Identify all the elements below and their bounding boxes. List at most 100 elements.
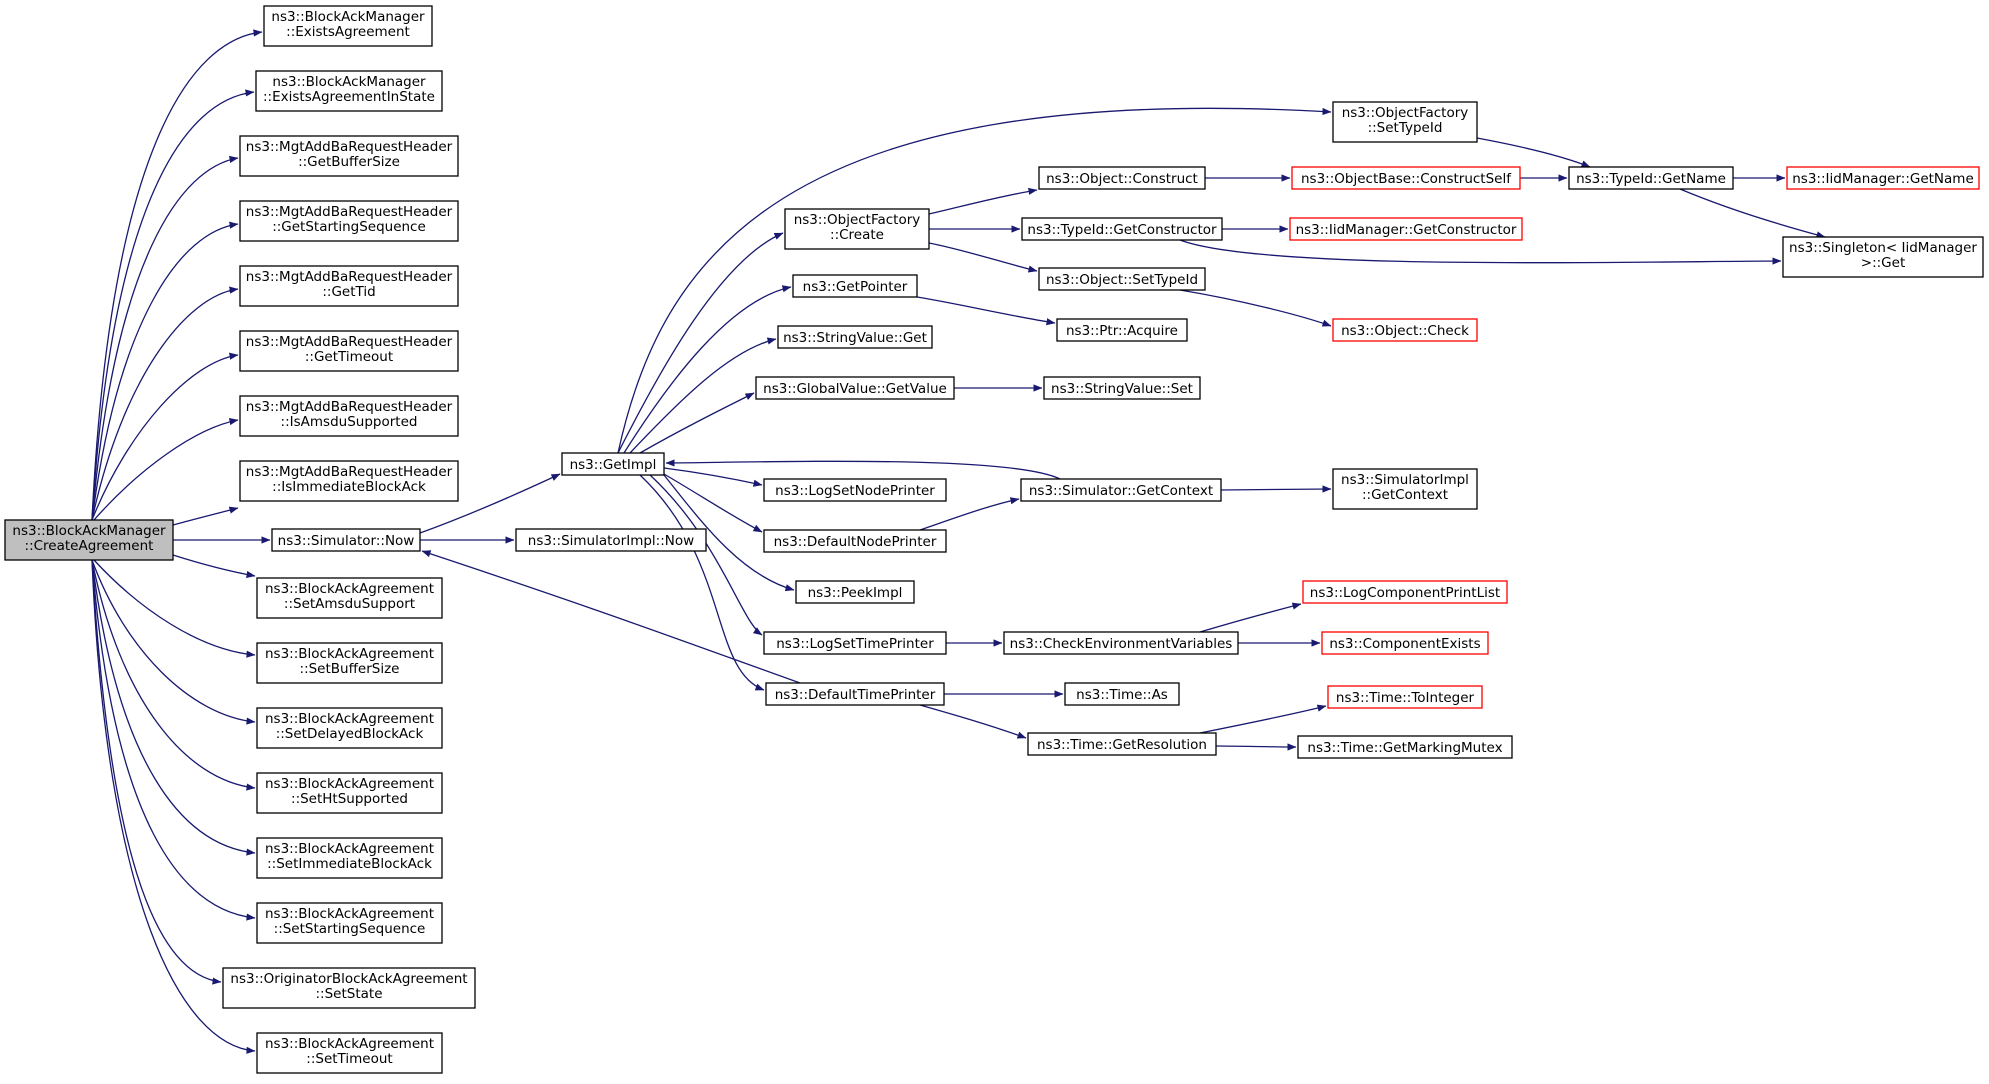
node-get-pointer[interactable]: ns3::GetPointer — [792, 274, 918, 298]
node-simulator-impl-now[interactable]: ns3::SimulatorImpl::Now — [515, 528, 707, 552]
node-label: ns3::DefaultNodePrinter — [774, 534, 937, 550]
node-box — [795, 580, 915, 604]
node-box — [239, 395, 459, 437]
node-iid-manager-get-name[interactable]: ns3::IidManager::GetName — [1786, 166, 1980, 190]
edge-object-factory-create-to-object-construct — [928, 187, 1038, 215]
node-box — [255, 70, 443, 112]
node-label: ::GetBufferSize — [298, 154, 400, 170]
node-get-impl[interactable]: ns3::GetImpl — [561, 452, 665, 476]
node-object-base-construct-self[interactable]: ns3::ObjectBase::ConstructSelf — [1291, 166, 1521, 190]
node-type-id-get-constructor[interactable]: ns3::TypeId::GetConstructor — [1021, 217, 1223, 241]
edge-root-to-set-amsdu-support — [172, 554, 256, 579]
node-object-factory-set-type-id[interactable]: ns3::ObjectFactory::SetTypeId — [1332, 101, 1478, 143]
node-check-environment-variables[interactable]: ns3::CheckEnvironmentVariables — [1003, 631, 1239, 655]
node-peek-impl[interactable]: ns3::PeekImpl — [795, 580, 915, 604]
node-box — [763, 478, 947, 502]
node-log-set-time-printer[interactable]: ns3::LogSetTimePrinter — [763, 631, 947, 655]
node-label: ::SetState — [316, 986, 383, 1002]
node-label: ns3::BlockAckAgreement — [265, 841, 434, 857]
node-time-get-marking-mutex[interactable]: ns3::Time::GetMarkingMutex — [1297, 735, 1513, 759]
node-box — [256, 642, 443, 684]
node-exists-agreement-in-state[interactable]: ns3::BlockAckManager::ExistsAgreementInS… — [255, 70, 443, 112]
node-time-as[interactable]: ns3::Time::As — [1064, 682, 1180, 706]
node-get-starting-sequence[interactable]: ns3::MgtAddBaRequestHeader::GetStartingS… — [239, 200, 459, 242]
node-label: ns3::Object::SetTypeId — [1046, 272, 1198, 288]
node-label: ns3::TypeId::GetConstructor — [1027, 222, 1217, 238]
node-label: ns3::MgtAddBaRequestHeader — [246, 399, 453, 415]
node-box — [256, 772, 443, 814]
edge-get-impl-to-object-factory-create — [617, 232, 784, 454]
node-label: ns3::StringValue::Get — [783, 330, 927, 346]
node-get-buffer-size[interactable]: ns3::MgtAddBaRequestHeader::GetBufferSiz… — [239, 135, 459, 177]
node-ptr-acquire[interactable]: ns3::Ptr::Acquire — [1056, 318, 1188, 342]
node-set-starting-sequence[interactable]: ns3::BlockAckAgreement::SetStartingSeque… — [256, 902, 443, 944]
node-box — [4, 519, 174, 561]
node-string-value-set[interactable]: ns3::StringValue::Set — [1043, 376, 1201, 400]
node-set-timeout[interactable]: ns3::BlockAckAgreement::SetTimeout — [256, 1032, 443, 1074]
node-label: ::CreateAgreement — [25, 538, 154, 554]
node-root[interactable]: ns3::BlockAckManager::CreateAgreement — [4, 519, 174, 561]
node-simulator-get-context[interactable]: ns3::Simulator::GetContext — [1020, 478, 1222, 502]
node-type-id-get-name[interactable]: ns3::TypeId::GetName — [1568, 166, 1734, 190]
node-time-get-resolution[interactable]: ns3::Time::GetResolution — [1027, 732, 1217, 756]
node-box — [1332, 468, 1478, 510]
node-object-factory-create[interactable]: ns3::ObjectFactory::Create — [784, 208, 930, 250]
edge-root-to-is-amsdu-supported — [93, 418, 239, 521]
node-default-node-printer[interactable]: ns3::DefaultNodePrinter — [763, 529, 947, 553]
node-label: ns3::BlockAckAgreement — [265, 906, 434, 922]
node-simulator-now[interactable]: ns3::Simulator::Now — [271, 528, 421, 552]
node-log-set-node-printer[interactable]: ns3::LogSetNodePrinter — [763, 478, 947, 502]
edge-get-impl-to-log-set-time-printer — [649, 474, 763, 636]
node-set-buffer-size[interactable]: ns3::BlockAckAgreement::SetBufferSize — [256, 642, 443, 684]
node-box — [256, 837, 443, 879]
edge-root-to-set-starting-sequence — [91, 559, 256, 921]
node-global-value-get-value[interactable]: ns3::GlobalValue::GetValue — [755, 376, 955, 400]
edge-get-impl-to-default-node-printer — [663, 473, 763, 533]
edge-simulator-now-to-get-impl — [419, 473, 561, 534]
node-component-exists[interactable]: ns3::ComponentExists — [1321, 631, 1489, 655]
node-box — [263, 5, 433, 47]
node-label: ns3::ObjectBase::ConstructSelf — [1301, 171, 1512, 187]
node-box — [1327, 685, 1483, 709]
node-label: ns3::SimulatorImpl — [1341, 472, 1469, 488]
node-box — [256, 707, 443, 749]
node-object-construct[interactable]: ns3::Object::Construct — [1038, 166, 1206, 190]
edge-root-to-exists-agreement-in-state — [91, 89, 255, 521]
node-set-amsdu-support[interactable]: ns3::BlockAckAgreement::SetAmsduSupport — [256, 577, 443, 619]
node-get-tid[interactable]: ns3::MgtAddBaRequestHeader::GetTid — [239, 265, 459, 307]
node-set-ht-supported[interactable]: ns3::BlockAckAgreement::SetHtSupported — [256, 772, 443, 814]
node-log-component-print-list[interactable]: ns3::LogComponentPrintList — [1302, 580, 1508, 604]
node-label: ns3::Time::GetResolution — [1037, 737, 1207, 753]
node-box — [1038, 166, 1206, 190]
node-get-timeout[interactable]: ns3::MgtAddBaRequestHeader::GetTimeout — [239, 330, 459, 372]
node-exists-agreement[interactable]: ns3::BlockAckManager::ExistsAgreement — [263, 5, 433, 47]
node-label: ns3::OriginatorBlockAckAgreement — [230, 971, 467, 987]
node-label: ns3::Simulator::Now — [278, 533, 415, 549]
node-box — [784, 208, 930, 250]
node-is-immediate-block-ack[interactable]: ns3::MgtAddBaRequestHeader::IsImmediateB… — [239, 460, 459, 502]
node-label: ns3::MgtAddBaRequestHeader — [246, 204, 453, 220]
edge-time-get-resolution-to-time-to-integer — [1199, 704, 1327, 734]
node-time-to-integer[interactable]: ns3::Time::ToInteger — [1327, 685, 1483, 709]
edge-type-id-get-constructor-to-singleton-get — [1179, 239, 1782, 265]
node-is-amsdu-supported[interactable]: ns3::MgtAddBaRequestHeader::IsAmsduSuppo… — [239, 395, 459, 437]
node-singleton-get[interactable]: ns3::Singleton< IidManager >::Get — [1782, 236, 1984, 278]
node-iid-manager-get-constructor[interactable]: ns3::IidManager::GetConstructor — [1289, 217, 1523, 241]
node-object-set-type-id[interactable]: ns3::Object::SetTypeId — [1038, 267, 1206, 291]
node-box — [239, 200, 459, 242]
node-label: ns3::MgtAddBaRequestHeader — [246, 464, 453, 480]
node-object-check[interactable]: ns3::Object::Check — [1332, 318, 1478, 342]
node-simulator-impl-get-context[interactable]: ns3::SimulatorImpl::GetContext — [1332, 468, 1478, 510]
node-box — [765, 682, 945, 706]
node-default-time-printer[interactable]: ns3::DefaultTimePrinter — [765, 682, 945, 706]
node-string-value-get[interactable]: ns3::StringValue::Get — [777, 325, 933, 349]
node-set-immediate-block-ack[interactable]: ns3::BlockAckAgreement::SetImmediateBloc… — [256, 837, 443, 879]
node-label: ::SetHtSupported — [291, 791, 408, 807]
node-set-state[interactable]: ns3::OriginatorBlockAckAgreement::SetSta… — [222, 967, 476, 1009]
node-set-delayed-block-ack[interactable]: ns3::BlockAckAgreement::SetDelayedBlockA… — [256, 707, 443, 749]
node-box — [1021, 217, 1223, 241]
edge-get-impl-to-get-pointer — [623, 285, 792, 454]
node-label: ns3::Time::As — [1076, 687, 1168, 703]
node-label: ::ExistsAgreementInState — [263, 89, 435, 105]
nodes-layer: ns3::BlockAckManager::CreateAgreementns3… — [4, 5, 1984, 1074]
